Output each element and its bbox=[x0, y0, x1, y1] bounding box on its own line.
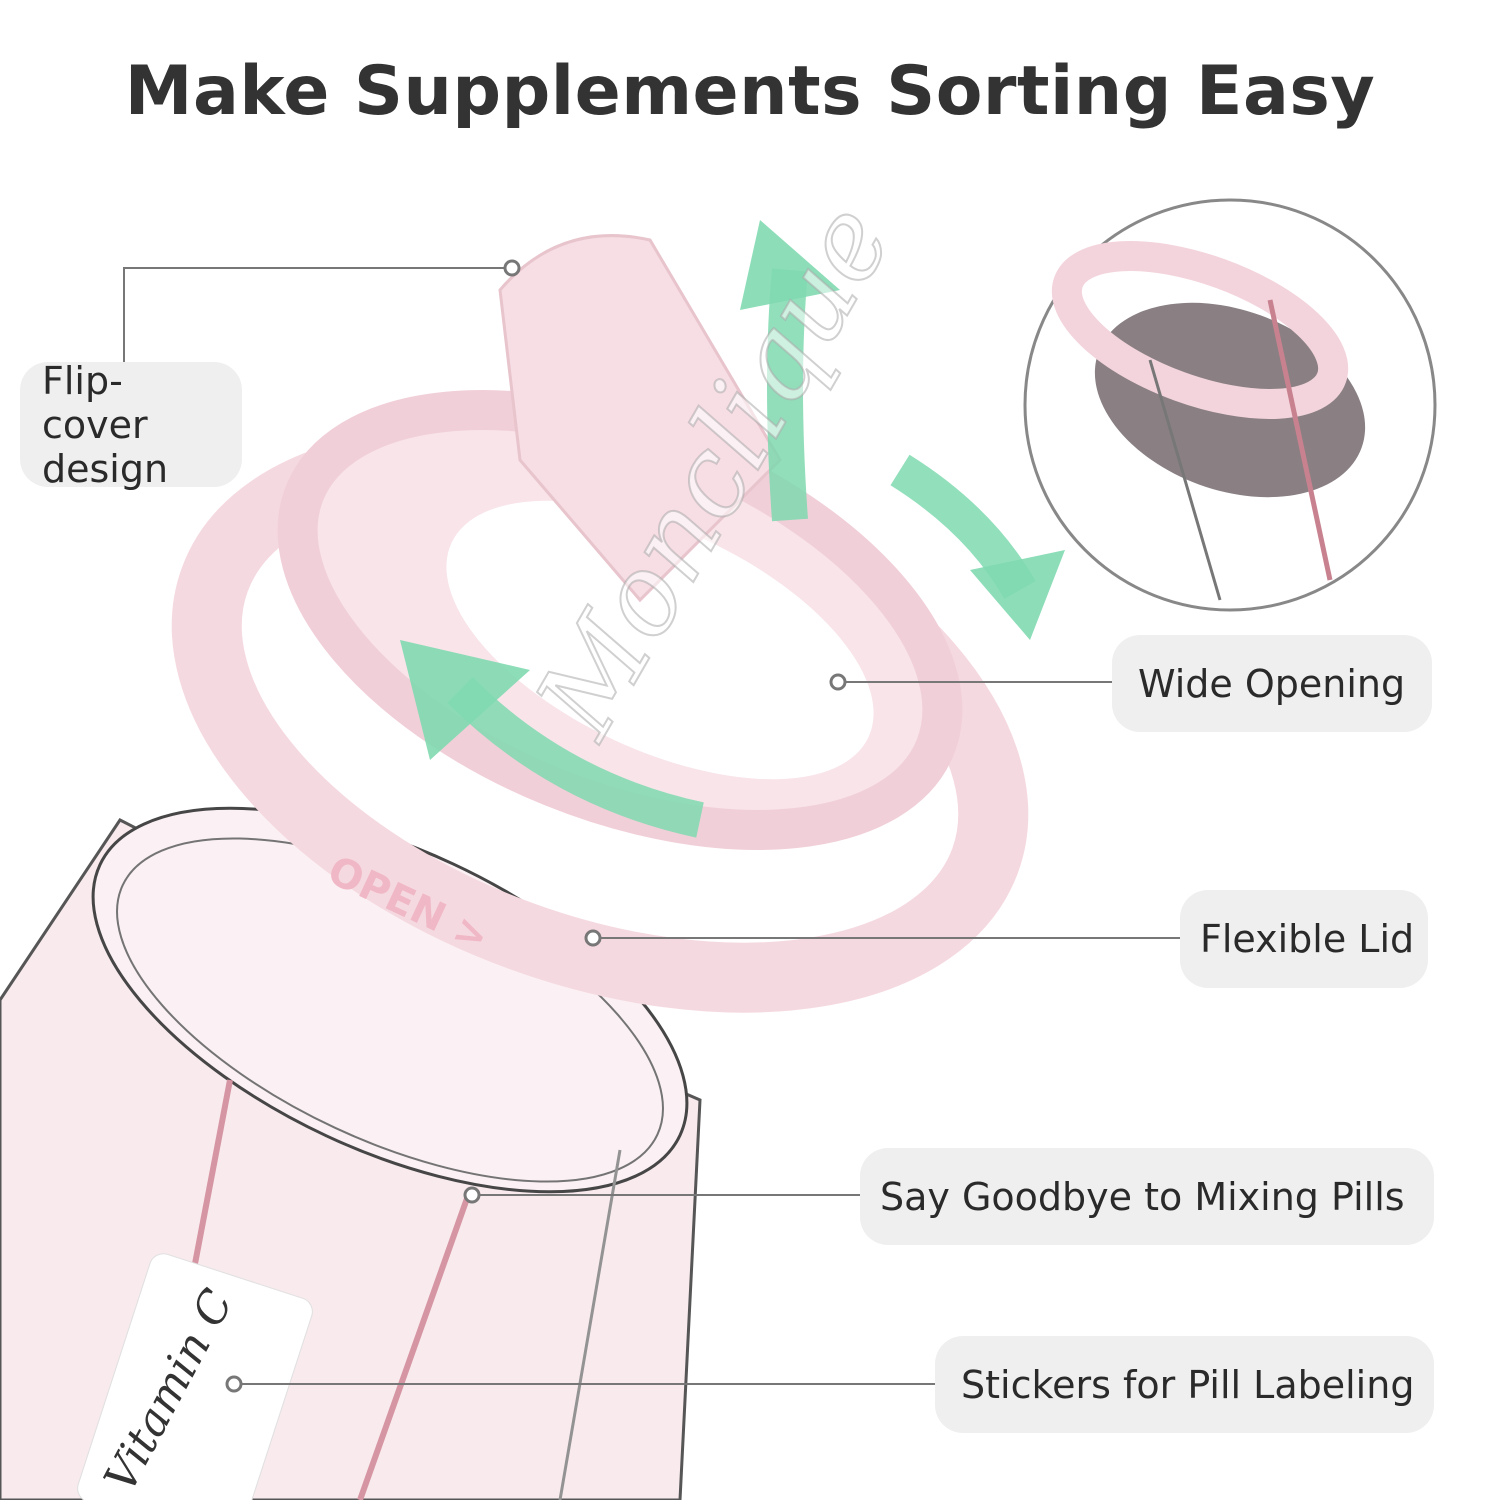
callout-dots bbox=[225, 259, 847, 1393]
arrow-down-icon bbox=[970, 550, 1065, 640]
callout-flip-cover: Flip-cover design bbox=[20, 359, 242, 491]
arrow-left-icon bbox=[400, 640, 530, 760]
callout-flexible-lid: Flexible Lid bbox=[1180, 890, 1428, 988]
callout-lines bbox=[123, 267, 1180, 1385]
pill-bottle bbox=[0, 806, 702, 1500]
opening-inset bbox=[1023, 198, 1437, 612]
callout-mixing-pills-text: Say Goodbye to Mixing Pills bbox=[880, 1174, 1405, 1219]
callout-flip-cover-text: Flip-cover design bbox=[42, 358, 169, 491]
callout-wide-opening-text: Wide Opening bbox=[1138, 661, 1406, 706]
callout-mixing-pills: Say Goodbye to Mixing Pills bbox=[860, 1148, 1434, 1245]
callout-wide-opening: Wide Opening bbox=[1112, 635, 1432, 732]
callout-flexible-lid-text: Flexible Lid bbox=[1200, 917, 1415, 961]
page-title: Make Supplements Sorting Easy bbox=[124, 52, 1376, 131]
callout-stickers-text: Stickers for Pill Labeling bbox=[961, 1362, 1415, 1407]
arrow-up-icon bbox=[740, 220, 840, 310]
callout-stickers: Stickers for Pill Labeling bbox=[935, 1336, 1434, 1433]
